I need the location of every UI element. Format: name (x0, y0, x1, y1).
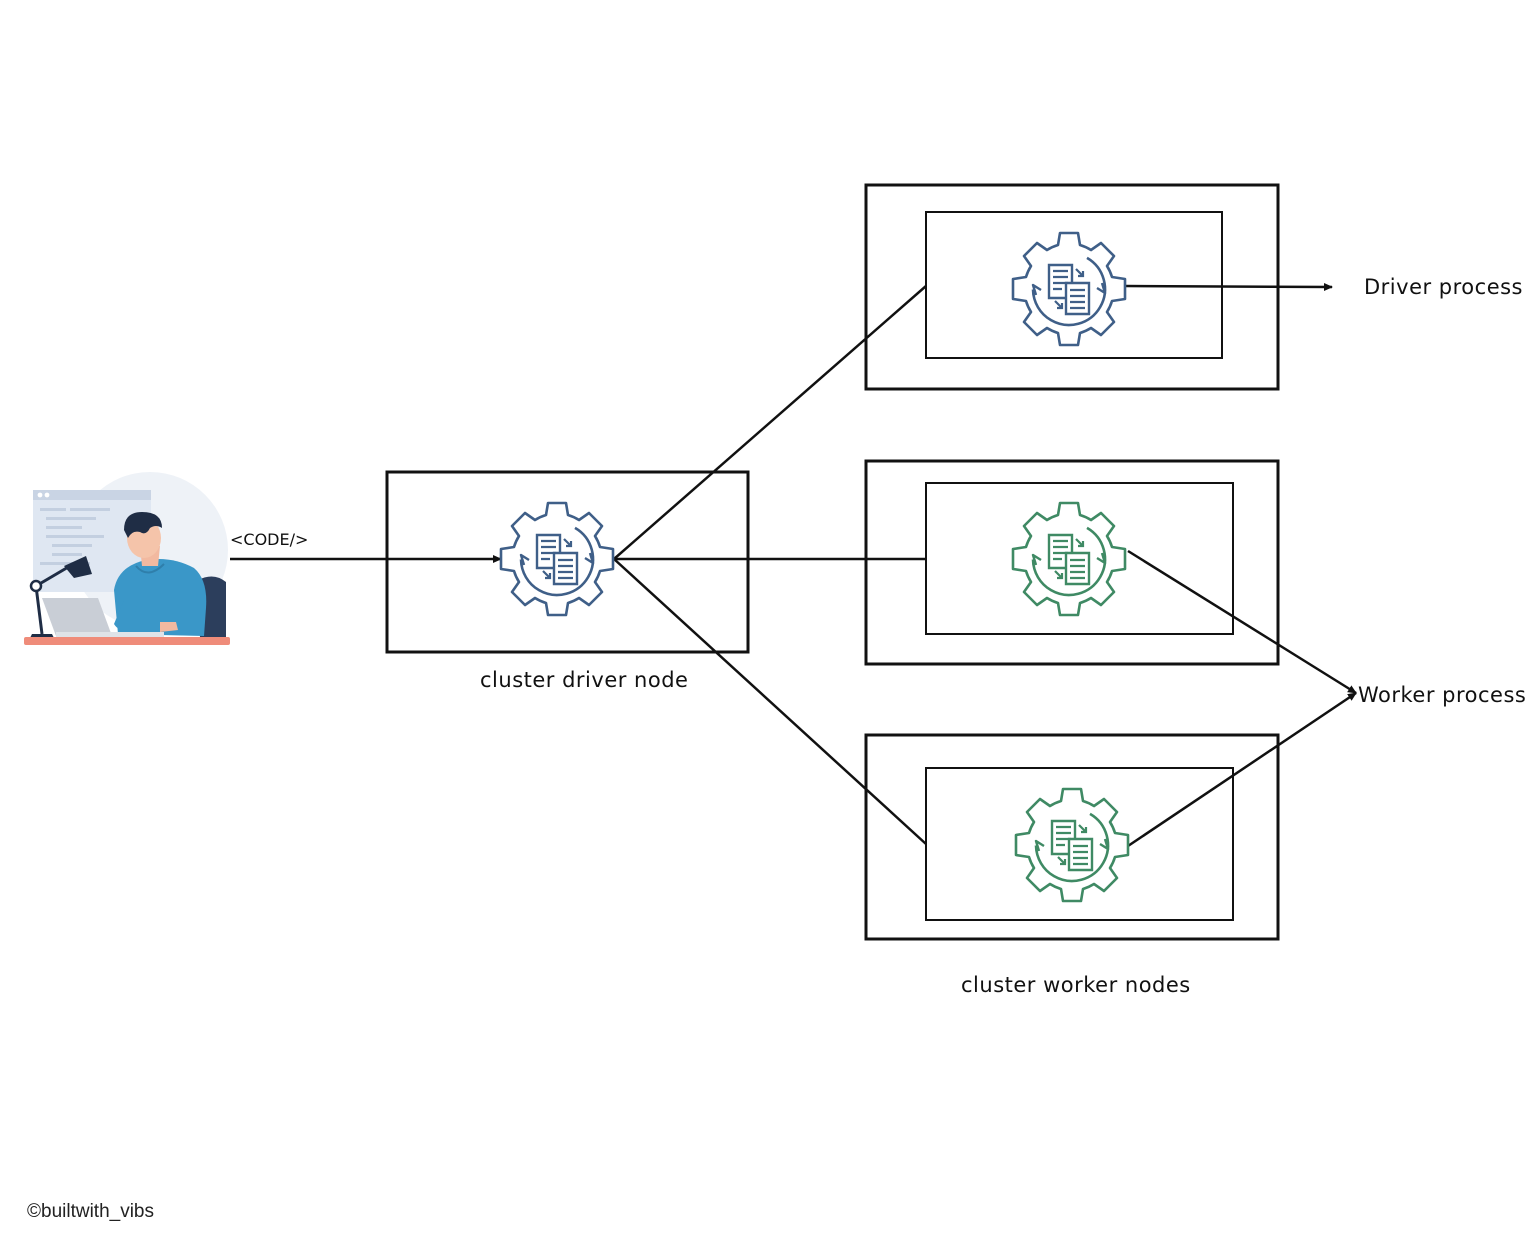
worker-node-2-outer-box (864, 733, 1280, 941)
driver-node-gear-icon (499, 501, 615, 617)
driver-to-worker-2-edge (613, 558, 927, 845)
driver-process-arrow (1125, 282, 1333, 291)
credit-text: ©builtwith_vibs (27, 1201, 154, 1222)
worker-2-process-arrow (1127, 691, 1357, 848)
cluster-driver-node-box (385, 470, 750, 654)
worker-1-process-arrow (1127, 549, 1357, 695)
developer-at-laptop-icon (24, 472, 230, 645)
worker-process-label: Worker process (1358, 683, 1526, 707)
code-label: <CODE/> (230, 530, 308, 549)
worker-node-1-outer-box (864, 459, 1280, 666)
cluster-worker-nodes-label: cluster worker nodes (961, 973, 1191, 997)
cluster-driver-node-label: cluster driver node (480, 668, 688, 692)
driver-process-label: Driver process (1364, 275, 1523, 299)
driver-to-driver-process-edge (613, 285, 927, 560)
